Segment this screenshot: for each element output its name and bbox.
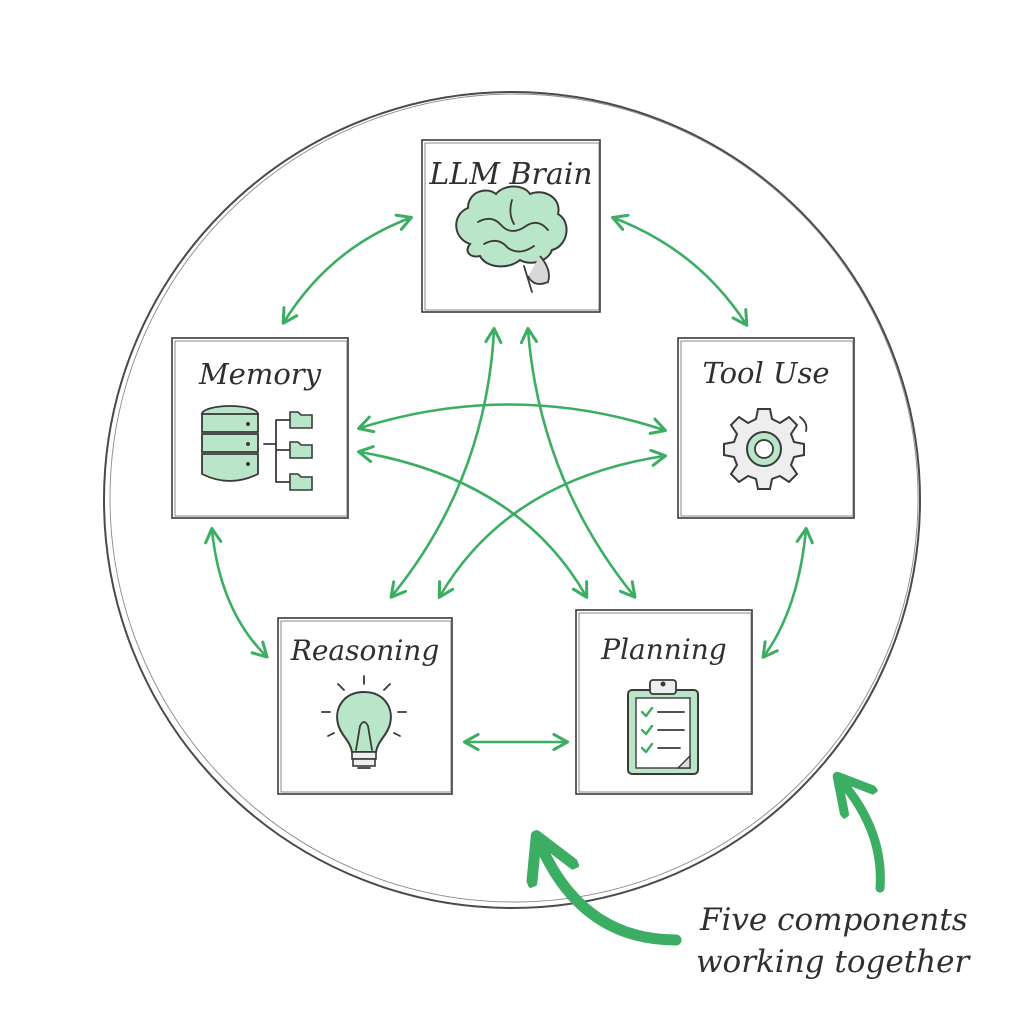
arrow-brain-planning (519, 326, 637, 599)
database-folders-icon (201, 405, 313, 491)
outer-circle (103, 91, 921, 909)
pointer-arrow-right (842, 782, 885, 893)
arrow-memory-planning (356, 445, 589, 599)
arrow-memory-tooluse (357, 403, 667, 435)
component-reasoning: Reasoning (277, 617, 453, 795)
component-memory: Memory (171, 337, 349, 519)
connection-arrows (204, 213, 814, 752)
caption: Five components working together (696, 902, 971, 980)
memory-label: Memory (198, 357, 322, 391)
component-planning: Planning (575, 609, 753, 795)
arrow-tooluse-planning (761, 526, 814, 659)
caption-line-2: working together (696, 944, 971, 980)
pointer-arrow-left (540, 844, 682, 946)
planning-label: Planning (600, 633, 726, 666)
gear-icon (723, 408, 808, 490)
component-llm-brain: LLM Brain (421, 139, 601, 313)
reasoning-label: Reasoning (290, 634, 440, 667)
arrow-brain-memory (281, 213, 413, 325)
arrow-tooluse-reasoning (437, 448, 668, 599)
arrow-memory-reasoning (204, 526, 269, 659)
lightbulb-icon (321, 675, 407, 769)
brain-icon (455, 185, 568, 293)
tool-use-label: Tool Use (703, 356, 830, 390)
pointer-arrows (540, 782, 885, 946)
caption-line-1: Five components (699, 902, 968, 938)
clipboard-checklist-icon (627, 679, 699, 775)
component-tool-use: Tool Use (677, 337, 855, 519)
arrow-brain-reasoning (389, 326, 503, 599)
arrow-brain-tooluse (611, 213, 749, 327)
